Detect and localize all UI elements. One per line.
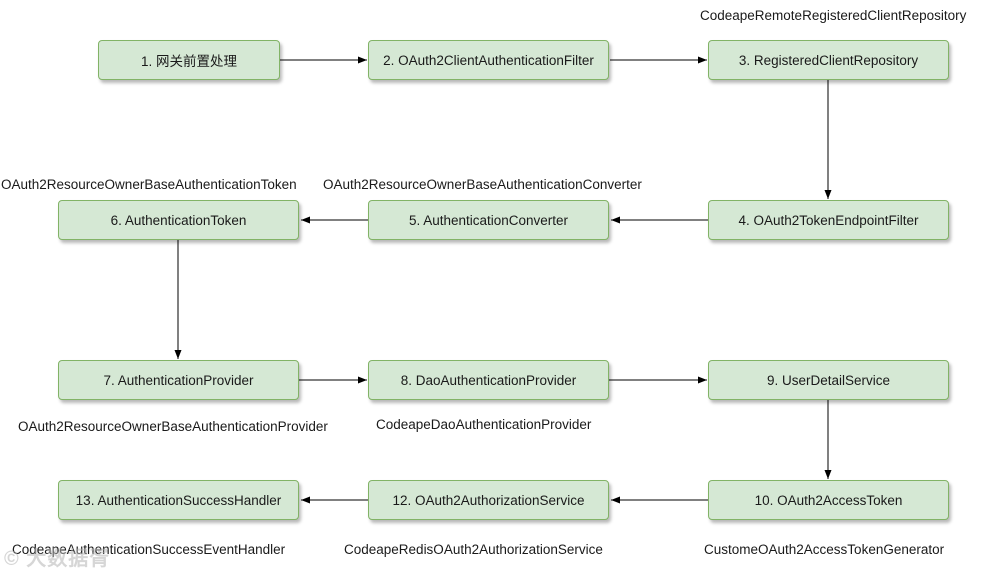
label-success-event-handler: CodeapeAuthenticationSuccessEventHandler xyxy=(12,542,286,557)
node-authorization-service: 12. OAuth2AuthorizationService xyxy=(368,480,609,520)
node-gateway-preprocess: 1. 网关前置处理 xyxy=(98,40,280,80)
node-authentication-token: 6. AuthenticationToken xyxy=(58,200,299,240)
label-resource-owner-converter: OAuth2ResourceOwnerBaseAuthenticationCon… xyxy=(323,177,642,192)
watermark: © 大数据胥 xyxy=(4,548,111,570)
node-client-auth-filter: 2. OAuth2ClientAuthenticationFilter xyxy=(368,40,609,80)
node-token-endpoint-filter: 4. OAuth2TokenEndpointFilter xyxy=(708,200,949,240)
label-access-token-generator: CustomeOAuth2AccessTokenGenerator xyxy=(704,542,945,557)
node-dao-authentication-provider: 8. DaoAuthenticationProvider xyxy=(368,360,609,400)
node-registered-client-repo: 3. RegisteredClientRepository xyxy=(708,40,949,80)
label-resource-owner-provider: OAuth2ResourceOwnerBaseAuthenticationPro… xyxy=(18,419,328,434)
label-redis-authorization-service: CodeapeRedisOAuth2AuthorizationService xyxy=(344,542,603,557)
node-access-token: 10. OAuth2AccessToken xyxy=(708,480,949,520)
label-codeape-dao-provider: CodeapeDaoAuthenticationProvider xyxy=(376,417,592,432)
node-authentication-provider: 7. AuthenticationProvider xyxy=(58,360,299,400)
label-remote-registered-client-repo: CodeapeRemoteRegisteredClientRepository xyxy=(700,8,967,23)
node-success-handler: 13. AuthenticationSuccessHandler xyxy=(58,480,299,520)
node-authentication-converter: 5. AuthenticationConverter xyxy=(368,200,609,240)
label-resource-owner-token: OAuth2ResourceOwnerBaseAuthenticationTok… xyxy=(1,177,297,192)
node-user-detail-service: 9. UserDetailService xyxy=(708,360,949,400)
